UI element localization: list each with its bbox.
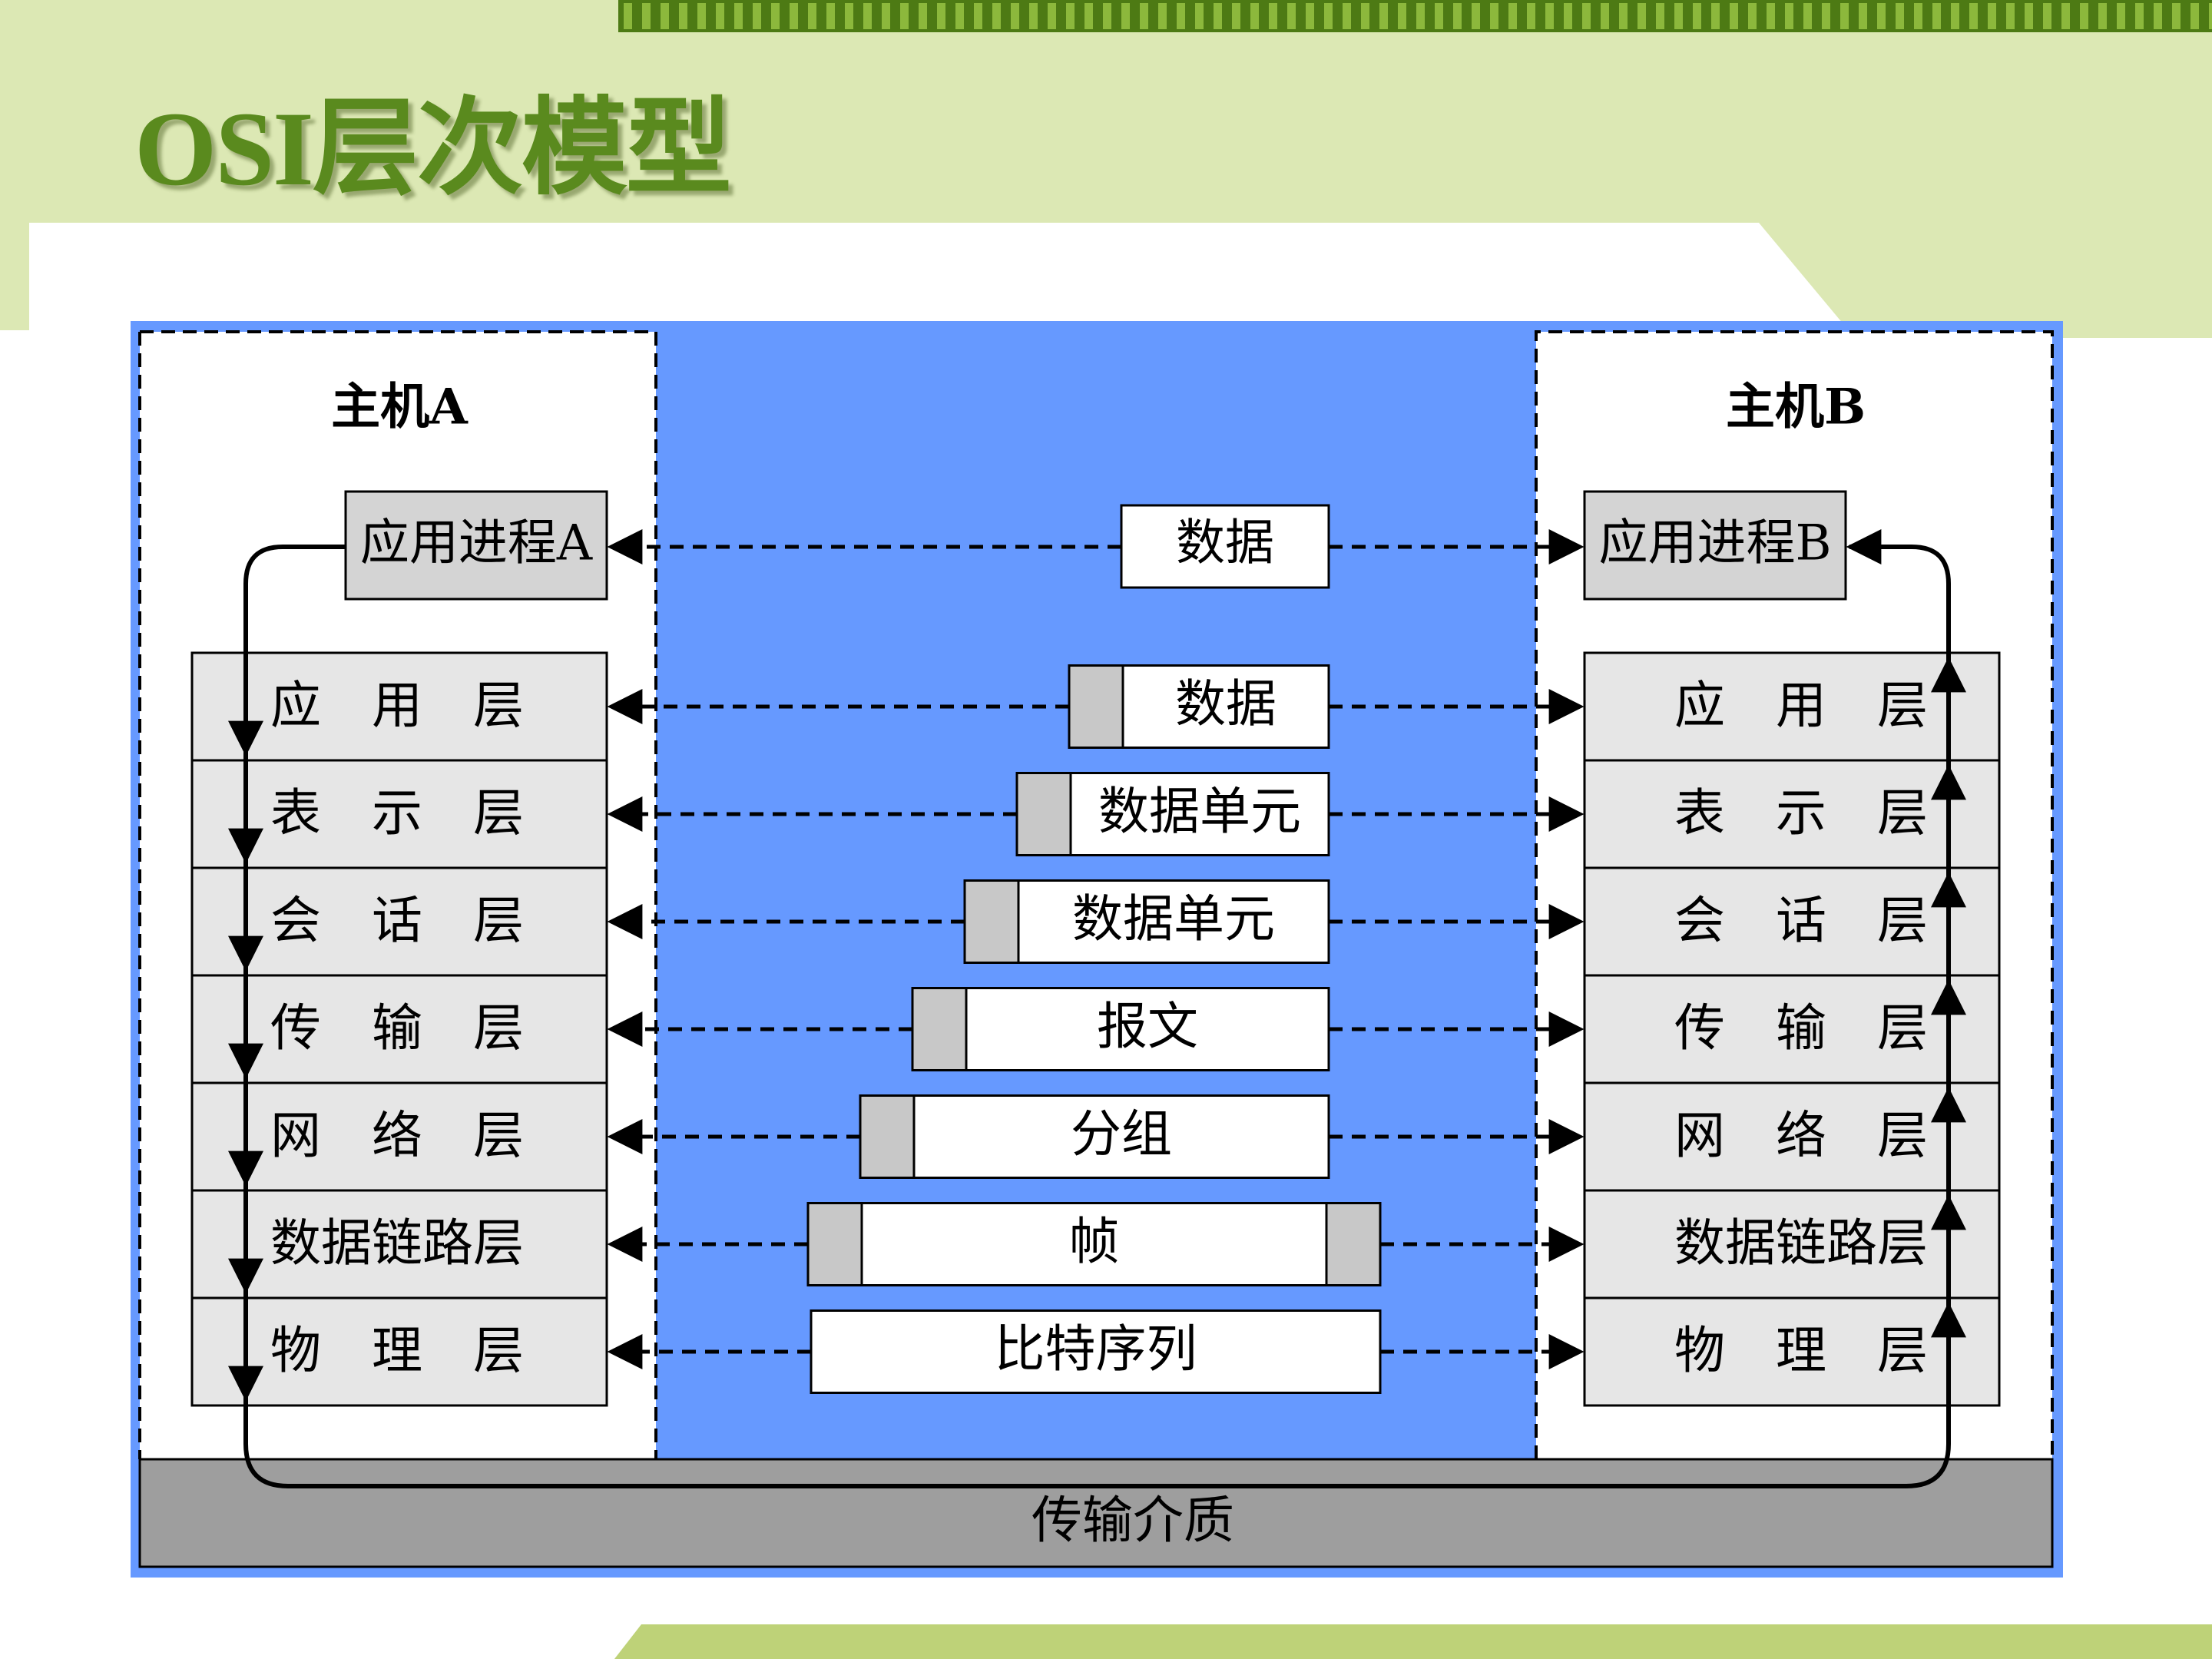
host-a-layer-label: 应 用 层 xyxy=(270,676,524,735)
data-unit-label: 数据 xyxy=(1175,674,1277,733)
host-a-layer-label: 传 输 层 xyxy=(270,998,524,1058)
page-title: OSI层次模型 xyxy=(134,90,732,207)
decorative-stripes xyxy=(624,3,2212,29)
unit-header xyxy=(806,1202,863,1286)
unit-header xyxy=(963,879,1020,964)
data-unit-label: 帧 xyxy=(1069,1212,1120,1271)
unit-header xyxy=(1068,664,1124,749)
unit-header xyxy=(911,987,968,1071)
transmission-medium: 传输介质 xyxy=(138,1458,2054,1568)
medium-label: 传输介质 xyxy=(1031,1491,1234,1550)
host-b-layer-label: 数据链路层 xyxy=(1674,1213,1928,1273)
process-data-label: 数据 xyxy=(1176,515,1274,572)
process-a-label: 应用进程A xyxy=(360,515,593,572)
host-b-layer-label: 传 输 层 xyxy=(1674,998,1928,1058)
host-a-layer-3: 会 话 层 xyxy=(190,866,608,977)
host-a-layer-label: 数据链路层 xyxy=(270,1213,524,1273)
host-a-layer-6: 数据链路层 xyxy=(190,1189,608,1299)
data-unit-6: 帧 xyxy=(806,1202,1382,1286)
data-unit-label: 比特序列 xyxy=(995,1319,1197,1379)
host-b-layer-5: 网 络 层 xyxy=(1583,1081,2001,1192)
host-b-layer-6: 数据链路层 xyxy=(1583,1189,2001,1299)
host-a-layer-2: 表 示 层 xyxy=(190,759,608,869)
data-unit-3: 数据单元 xyxy=(963,879,1330,964)
host-b-layer-4: 传 输 层 xyxy=(1583,974,2001,1084)
host-b-layer-label: 表 示 层 xyxy=(1674,783,1928,843)
host-b-label: 主机B xyxy=(1726,379,1866,436)
process-b-box: 应用进程B xyxy=(1583,490,1847,601)
data-unit-label: 报文 xyxy=(1097,997,1198,1056)
host-b-layer-label: 物 理 层 xyxy=(1674,1321,1928,1380)
host-a-label: 主机A xyxy=(331,379,469,436)
unit-header xyxy=(859,1094,916,1179)
data-unit-1: 数据 xyxy=(1068,664,1330,749)
host-a-layer-7: 物 理 层 xyxy=(190,1296,608,1407)
peer-arrows xyxy=(607,689,1584,1369)
data-unit-5: 分组 xyxy=(859,1094,1330,1179)
host-b-layer-7: 物 理 层 xyxy=(1583,1296,2001,1407)
data-unit-label: 数据单元 xyxy=(1098,782,1301,841)
host-a-layer-label: 网 络 层 xyxy=(270,1106,524,1165)
data-unit-label: 数据单元 xyxy=(1072,889,1275,949)
process-data-unit: 数据 xyxy=(1120,504,1330,589)
host-b-layer-label: 网 络 层 xyxy=(1674,1106,1928,1165)
host-a-layer-label: 表 示 层 xyxy=(270,783,524,843)
host-a-layer-1: 应 用 层 xyxy=(190,651,608,762)
process-b-label: 应用进程B xyxy=(1598,515,1831,572)
host-b-layer-3: 会 话 层 xyxy=(1583,866,2001,977)
data-unit-4: 报文 xyxy=(911,987,1330,1071)
host-b-layer-1: 应 用 层 xyxy=(1583,651,2001,762)
host-b-layer-2: 表 示 层 xyxy=(1583,759,2001,869)
process-a-box: 应用进程A xyxy=(344,490,608,601)
host-b-layer-label: 会 话 层 xyxy=(1674,891,1928,950)
data-unit-2: 数据单元 xyxy=(1015,772,1330,856)
data-unit-label: 分组 xyxy=(1071,1104,1172,1164)
host-a-layer-4: 传 输 层 xyxy=(190,974,608,1084)
unit-header xyxy=(1015,772,1072,856)
host-a-layer-label: 物 理 层 xyxy=(270,1321,524,1380)
data-flow-path xyxy=(228,529,1966,1488)
data-unit-7: 比特序列 xyxy=(810,1309,1382,1394)
host-b-layer-label: 应 用 层 xyxy=(1674,676,1928,735)
host-a-layer-5: 网 络 层 xyxy=(190,1081,608,1192)
host-a-layer-label: 会 话 层 xyxy=(270,891,524,950)
unit-trailer xyxy=(1325,1202,1382,1286)
